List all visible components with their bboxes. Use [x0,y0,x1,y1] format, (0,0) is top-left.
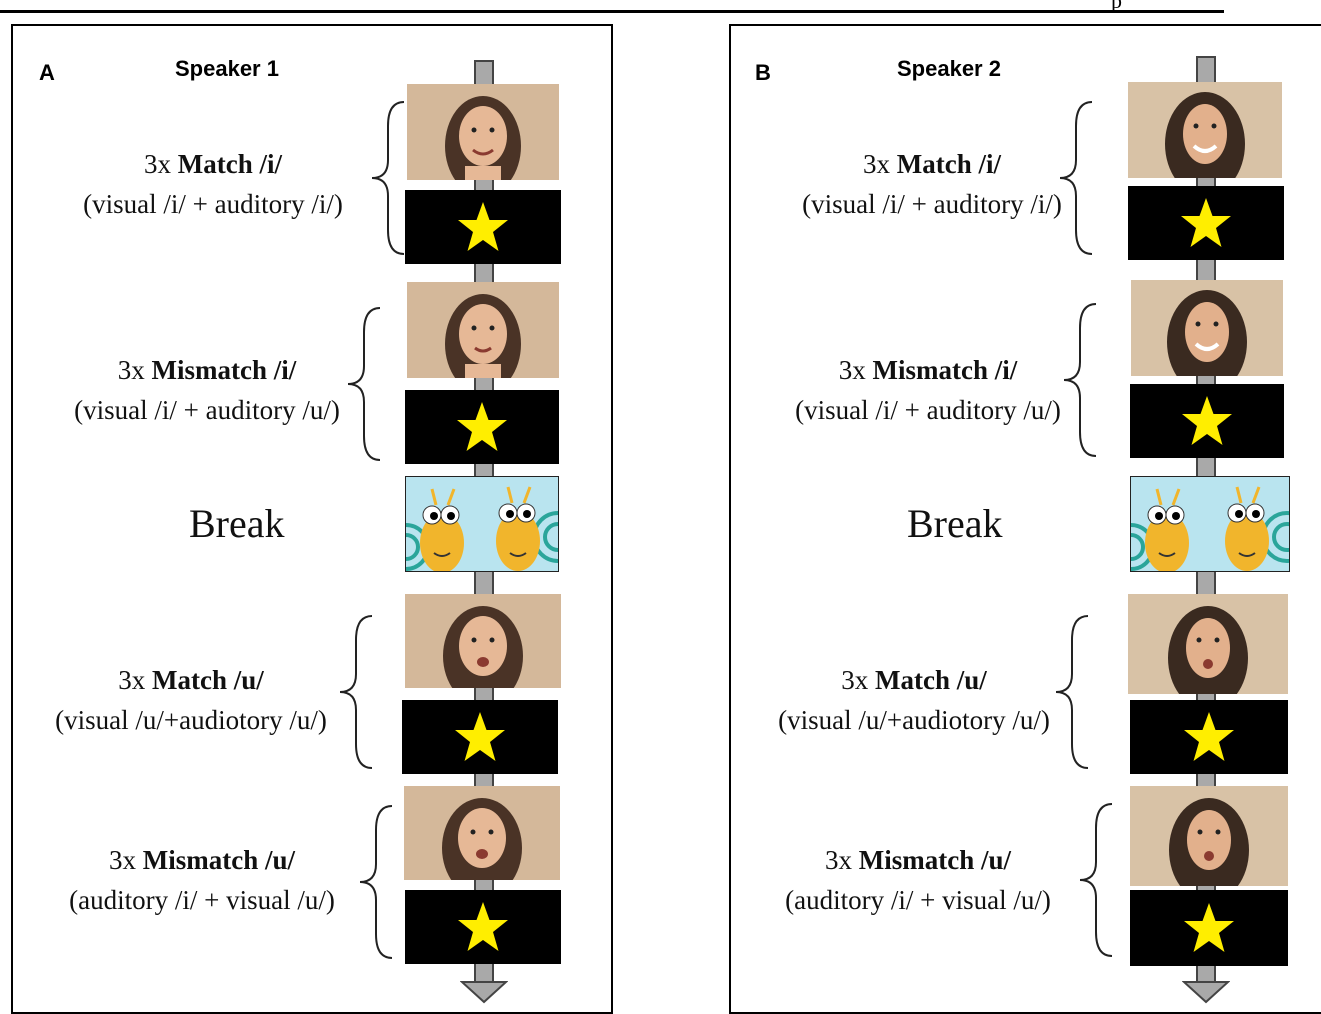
condition-label: 3x Mismatch /i/ (visual /i/ + auditory /… [795,355,1061,425]
bracket-brace [1079,803,1113,957]
star-icon [458,202,508,251]
star-stimulus [1130,384,1284,458]
condition-label: 3x Match /i/ (visual /i/ + auditory /i/) [802,149,1062,219]
condition-label: 3x Mismatch /u/ (auditory /i/ + visual /… [69,845,335,915]
break-stimulus [405,476,559,572]
condition-label: 3x Mismatch /i/ (visual /i/ + auditory /… [74,355,340,425]
star-stimulus [405,390,559,464]
star-icon [1182,396,1232,445]
star-icon [457,402,507,451]
snail-icon [406,486,558,571]
star-icon [1184,712,1234,761]
bracket-brace [339,615,373,769]
timeline-arrow-head [460,981,508,1004]
bracket-brace [347,307,381,461]
break-label: Break [189,501,285,546]
condition-label: 3x Match /u/ (visual /u/+audiotory /u/) [55,665,327,735]
panel-letter: B [755,60,771,85]
speaker-title: Speaker 1 [175,56,279,81]
face-photo [1128,594,1288,694]
timeline-arrow-head [1182,981,1230,1004]
star-stimulus [1128,186,1284,260]
bracket-brace [1063,303,1097,457]
face-photo [1130,786,1288,886]
star-stimulus [405,890,561,964]
header-fragment: p [1111,0,1122,13]
star-stimulus [402,700,558,774]
break-stimulus [1130,476,1290,572]
star-icon [455,712,505,761]
bracket-brace [1055,615,1089,769]
face-photo [404,786,560,880]
star-icon [1181,198,1231,247]
star-stimulus [1130,890,1288,966]
header-rule [0,10,1224,13]
condition-label: 3x Mismatch /u/ (auditory /i/ + visual /… [785,845,1051,915]
bracket-brace [371,101,405,255]
condition-label: 3x Match /i/ (visual /i/ + auditory /i/) [83,149,343,219]
panel-letter: A [39,60,55,85]
panel-b: B Speaker 2 3x Match /i/ (visual /i/ + a… [729,24,1321,1014]
face-photo [1128,82,1282,178]
snail-icon [1131,486,1289,571]
speaker-title: Speaker 2 [897,56,1001,81]
break-label: Break [907,501,1003,546]
star-stimulus [1130,700,1288,774]
face-photo [405,594,561,688]
star-stimulus [405,190,561,264]
star-icon [1184,903,1234,952]
face-photo [407,282,559,378]
face-photo [407,84,559,180]
face-photo [1131,280,1283,376]
panel-a: A Speaker 1 3x Match /i/ (visual /i/ + a… [11,24,613,1014]
bracket-brace [1059,101,1093,255]
bracket-brace [359,805,393,959]
star-icon [458,902,508,951]
condition-label: 3x Match /u/ (visual /u/+audiotory /u/) [778,665,1050,735]
